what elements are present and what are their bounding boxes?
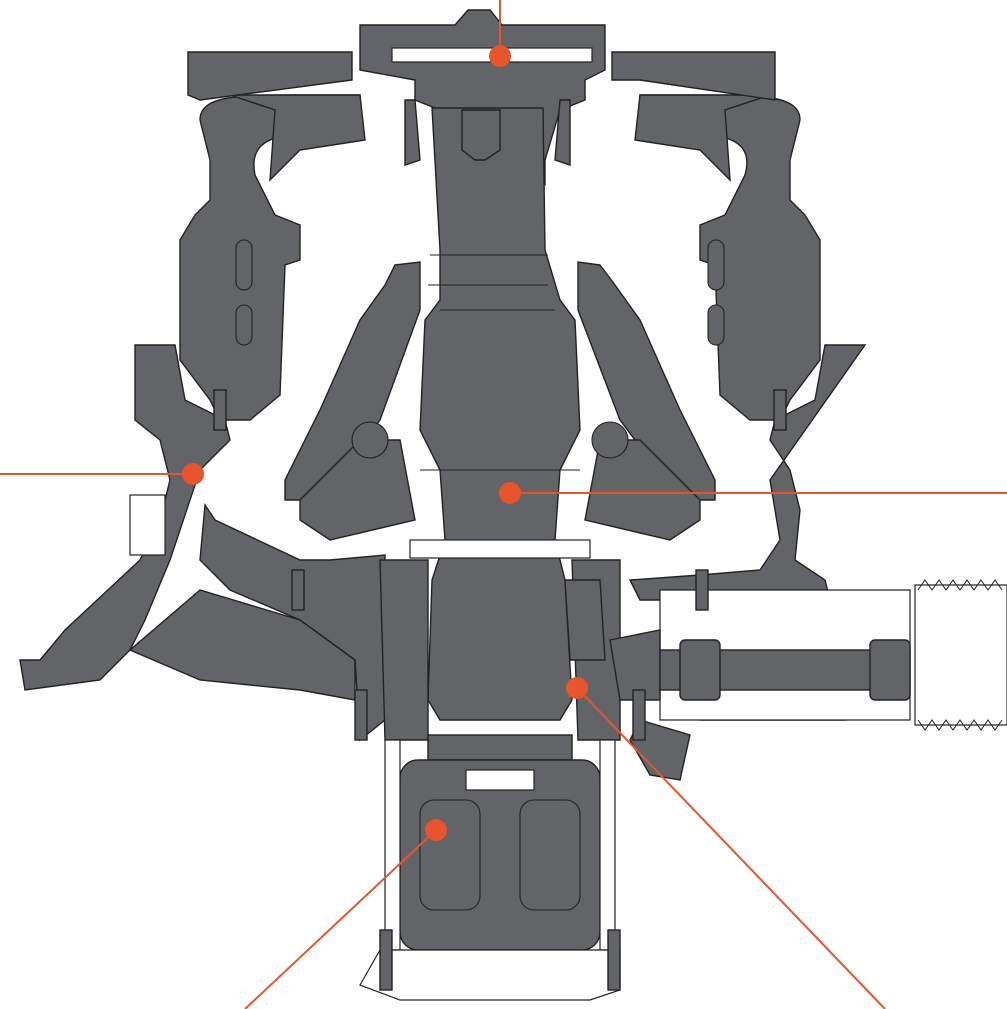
callout-dot-frame-left[interactable] bbox=[182, 463, 204, 485]
callout-dot-eccentric[interactable] bbox=[566, 677, 588, 699]
callout-line-piston-base bbox=[244, 829, 437, 1009]
main-shaft bbox=[419, 107, 581, 721]
callout-line-eccentric bbox=[576, 687, 886, 1009]
piston-base bbox=[359, 734, 621, 1001]
top-shell bbox=[179, 51, 821, 421]
mantle bbox=[284, 261, 716, 541]
callout-dot-piston-base[interactable] bbox=[425, 819, 447, 841]
bolts bbox=[213, 389, 787, 991]
callout-dot-main-shaft[interactable] bbox=[499, 482, 521, 504]
pinion-shaft bbox=[609, 579, 1007, 731]
callout-dot-top-cap[interactable] bbox=[489, 45, 511, 67]
